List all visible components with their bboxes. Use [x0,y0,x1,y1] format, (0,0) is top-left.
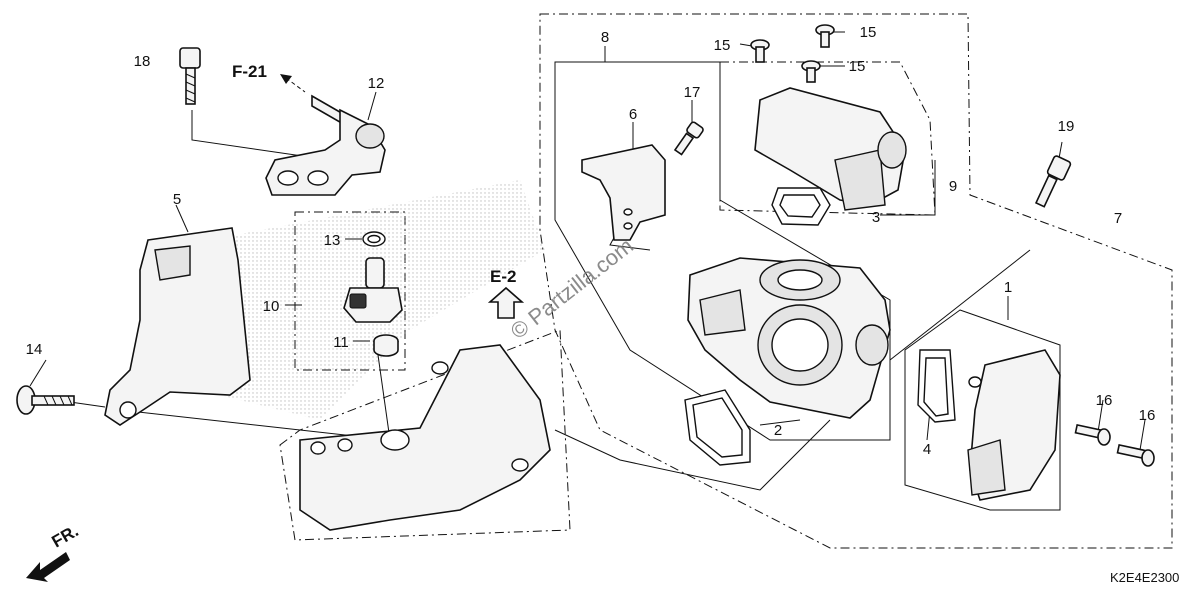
diagram-code: K2E4E2300 [1110,570,1179,585]
part-9-sensor-unit [754,87,907,211]
part-15-screws [750,24,835,83]
front-direction-arrow [26,552,70,582]
callout-7: 7 [1114,210,1122,227]
callout-15b: 15 [860,24,877,41]
callout-3: 3 [872,209,880,226]
part-11-seal-ring [373,334,399,357]
part-17-screw [673,121,704,156]
callout-6: 6 [629,106,637,123]
part-14-bolt [16,385,75,415]
throttle-body [687,257,891,419]
callout-19: 19 [1058,118,1075,135]
part-12-fuel-injector-holder [265,94,386,196]
part-19-bolt [1034,155,1072,208]
part-6-bracket [581,144,666,241]
part-3-gasket [771,187,831,226]
part-1-throttle-position-sensor [967,349,1061,501]
callout-5: 5 [173,191,181,208]
callout-18: 18 [134,53,151,70]
part-13-o-ring [362,231,386,247]
part-18-bolt [179,47,201,105]
callout-4: 4 [923,441,931,458]
callout-1: 1 [1004,279,1012,296]
callout-12: 12 [368,75,385,92]
callout-15c: 15 [849,58,866,75]
part-2-gasket [684,389,751,466]
callout-9: 9 [949,178,957,195]
callout-10: 10 [263,298,280,315]
front-label: FR. [49,521,82,551]
callout-13: 13 [324,232,341,249]
callout-16b: 16 [1139,407,1156,424]
callout-14: 14 [26,341,43,358]
part-16-screws [1074,424,1155,467]
callout-2: 2 [774,422,782,439]
intake-manifold [299,344,551,531]
reference-e2: E-2 [490,267,516,286]
e2-reference-arrow [487,286,525,319]
part-4-gasket [917,349,956,423]
part-5-cover [104,227,251,426]
callout-17: 17 [684,84,701,101]
callout-15a: 15 [714,37,731,54]
reference-f21: F-21 [232,62,267,81]
callout-8: 8 [601,29,609,46]
callout-11: 11 [333,334,349,351]
f21-reference-arrow [280,74,306,93]
part-10-fuel-injector [343,257,403,323]
callout-16a: 16 [1096,392,1113,409]
